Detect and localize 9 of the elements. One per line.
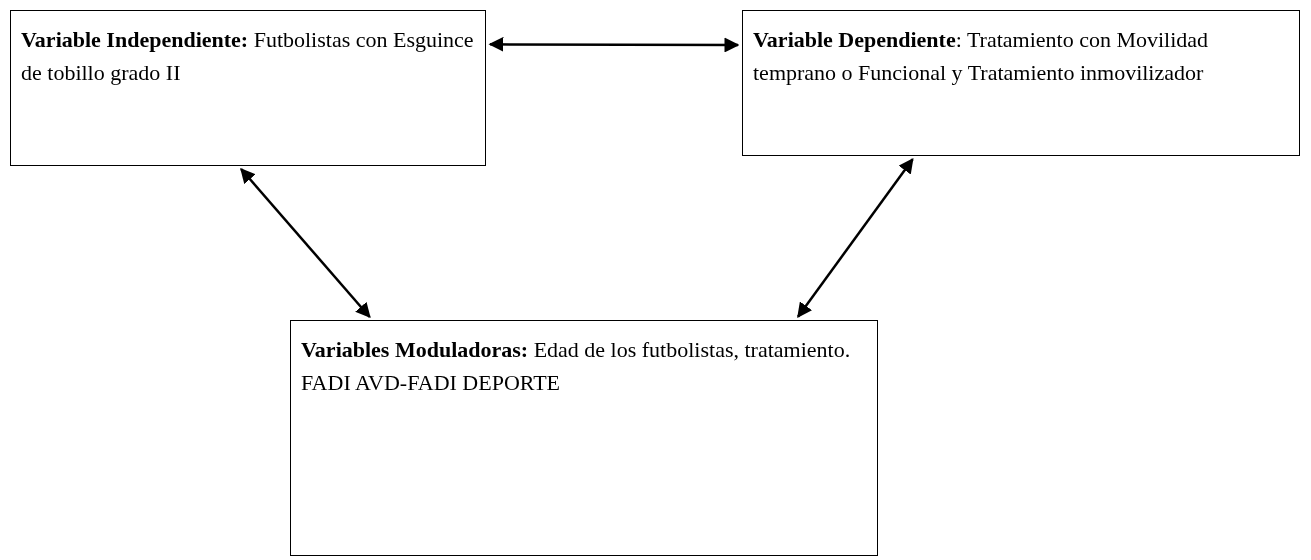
double-arrow (488, 36, 740, 53)
variable-description: Variable Independiente: Futbolistas con Esguince de tobillo grado II (21, 26, 475, 87)
variable-description: Variables Moduladoras: Edad de los futbolistas, tratamiento. FADI AVD-FADI DEPORTE (301, 336, 852, 397)
variable-description: Variable Dependiente: Tratamiento con Movilidad temprano o Funcional y Tratamiento inmovilizador (753, 26, 1210, 87)
double-arrow (240, 167, 371, 319)
variable-box (10, 10, 486, 166)
variable-box (742, 10, 1300, 156)
variable-box (290, 320, 878, 556)
double-arrow (797, 158, 914, 318)
